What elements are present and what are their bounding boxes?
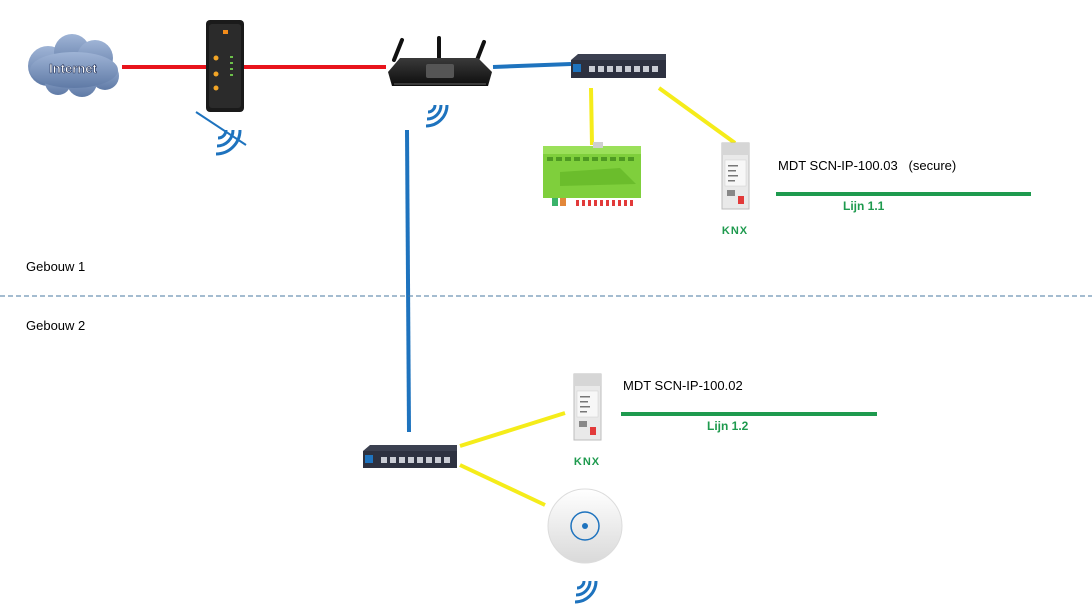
lan-links [405,62,572,433]
internet-label: Internet [49,61,97,76]
ip-interface-2-icon [573,373,602,441]
ip-interface-2-label: MDT SCN-IP-100.02 [623,378,743,393]
automation-controller-icon [543,142,641,208]
ip-interface-1-name: MDT SCN-IP-100.03 [778,158,898,173]
poe-link-switch1-ipinterface1 [657,86,737,145]
knx-line-2-label: Lijn 1.2 [707,419,749,433]
lan-link-router-switch-1 [492,62,572,69]
lan-link-router-switch-2 [405,129,411,433]
poe-link-switch2-ap [459,463,546,507]
modem-icon [206,20,244,112]
wifi-disabled-icon [195,111,247,156]
knx-line-1-label: Lijn 1.1 [843,199,885,213]
poe-link-switch1-controller [589,87,594,146]
ip-interface-1-icon [721,142,750,210]
poe-links [459,86,737,507]
knx-logo-1: KNX [722,225,748,237]
knx-logo-2: KNX [574,456,600,468]
zone-label-building-2: Gebouw 2 [26,318,86,333]
zone-label-building-1: Gebouw 1 [26,259,86,274]
switch-2-icon [363,445,457,468]
switch-1-icon [571,54,666,78]
router-icon [388,36,492,86]
router-wifi-icon [425,104,449,128]
ip-interface-1-label: MDT SCN-IP-100.03 (secure) [778,158,956,173]
ip-interface-1-note: (secure) [908,158,957,173]
access-point-icon [547,488,623,564]
internet-cloud-icon: Internet [28,34,119,97]
access-point-wifi-icon [574,580,598,604]
poe-link-switch2-ipinterface2 [459,411,566,448]
